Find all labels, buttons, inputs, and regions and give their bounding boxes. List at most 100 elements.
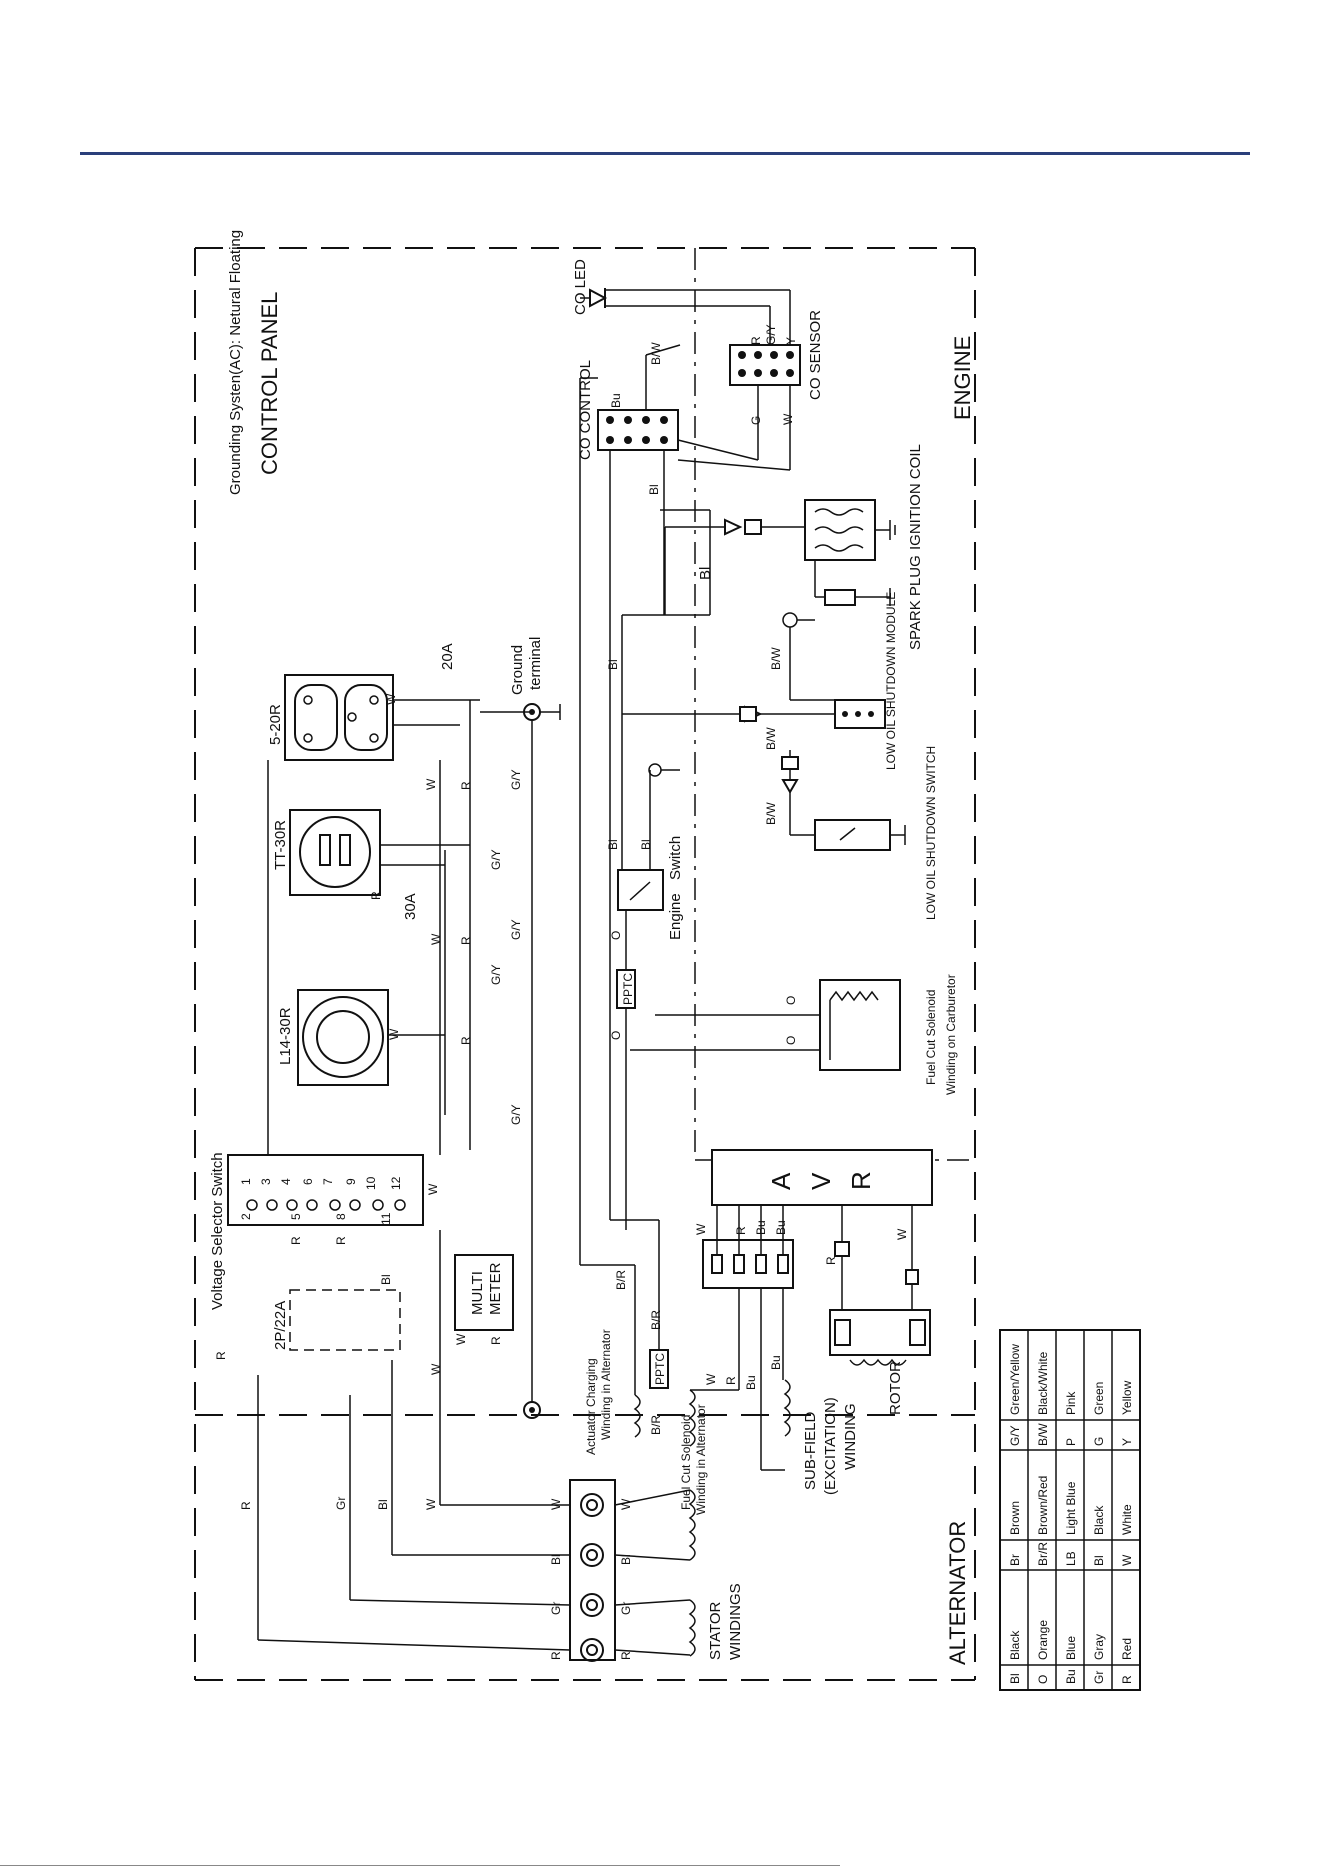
leg-c1-4-k: W	[1120, 1554, 1134, 1566]
bl-vss: Bl	[379, 1274, 393, 1285]
co-wire-labels: B/W Bu Bl G W R G/Y Y	[609, 324, 798, 495]
fcsa-l1: Fuel Cut Solenoid	[679, 1415, 693, 1510]
avr-r: R	[846, 1171, 876, 1190]
leg-c2-2-v: Pink	[1064, 1391, 1078, 1415]
leg-c2-1-v: Black/White	[1036, 1351, 1050, 1415]
leg-c1-0-v: Brown	[1008, 1501, 1022, 1535]
leg-c0-3-k: Gr	[1092, 1671, 1106, 1684]
act-l2: Winding in Alternator	[599, 1329, 613, 1440]
y-co: Y	[784, 337, 798, 345]
vss-t7: 7	[321, 1178, 335, 1185]
stator-windings: STATOR WINDINGS W Bl Gr R W Bl Gr R	[549, 1489, 744, 1660]
w-wire7: W	[454, 1333, 468, 1345]
o-f3: O	[609, 1031, 623, 1040]
w-rotor: W	[895, 1228, 909, 1240]
leg-c2-4-k: Y	[1120, 1438, 1134, 1446]
engine-switch-l1: Engine	[667, 893, 684, 940]
leg-c0-1-k: O	[1036, 1675, 1050, 1684]
leg-c1-1-k: Br/R	[1036, 1542, 1050, 1566]
w-wire1: W	[424, 1498, 438, 1510]
co-sensor-label: CO SENSOR	[807, 310, 824, 400]
leg-c0-0-k: Bl	[1008, 1673, 1022, 1684]
r-wire2: R	[239, 1501, 253, 1510]
rotor-label: ROTOR	[887, 1361, 904, 1415]
leg-c2-2-k: P	[1064, 1438, 1078, 1446]
leg-c1-3-k: Bl	[1092, 1555, 1106, 1566]
br-a3: B/R	[649, 1415, 663, 1435]
vss-label: Voltage Selector Switch	[209, 1152, 226, 1310]
co-control: CO CONTROL	[577, 344, 791, 1265]
leg-c2-1-k: B/W	[1036, 1423, 1050, 1446]
subfield-l2: (EXCITATION)	[822, 1397, 839, 1495]
vss-t3: 3	[259, 1178, 273, 1185]
engine-switch-l2: Switch	[667, 836, 684, 880]
leg-c0-2-k: Bu	[1064, 1669, 1078, 1684]
ground-terminal: Ground terminal	[509, 637, 561, 1419]
g-co: G	[749, 416, 763, 425]
bl-t2: Bl	[549, 1554, 563, 1565]
co-led-label: CO LED	[572, 259, 589, 315]
breaker-2p22a: 2P/22A	[272, 1289, 401, 1351]
bu-s2: Bu	[769, 1355, 783, 1370]
r-wire7: R	[489, 1336, 503, 1345]
w-fcsa: W	[704, 1373, 718, 1385]
fcs-l2: Winding on Carburetor	[944, 974, 958, 1095]
bw-sw1: B/W	[764, 727, 778, 750]
leg-c1-3-v: Black	[1092, 1505, 1106, 1535]
bl-ign: Bl	[697, 567, 714, 580]
leg-c1-4-v: White	[1120, 1504, 1134, 1535]
r-fcsa: R	[724, 1376, 738, 1385]
r-rotor: R	[824, 1256, 838, 1265]
leg-c1-2-k: LB	[1064, 1551, 1078, 1566]
o-e1: O	[609, 931, 623, 940]
vss-t12: 12	[389, 1176, 403, 1190]
r-vss2: R	[334, 1236, 348, 1245]
gy-wire2: G/Y	[489, 849, 503, 870]
w-t2: W	[549, 1498, 563, 1510]
vss-t6: 6	[301, 1178, 315, 1185]
ground-l2: terminal	[527, 637, 544, 690]
ignition-coil-label: IGNITION COIL	[907, 444, 924, 550]
w-wire8: W	[429, 1363, 443, 1375]
r-co: R	[749, 336, 763, 345]
vss-t5: 5	[289, 1213, 303, 1220]
bu-c1: Bu	[754, 1220, 768, 1235]
engine-title: ENGINE	[950, 336, 975, 420]
gr-t: Gr	[619, 1602, 633, 1615]
co-control-label: CO CONTROL	[577, 360, 594, 460]
r-wire4: R	[369, 891, 383, 900]
pptc-lower-label: PPTC	[653, 1353, 667, 1385]
gr-wire: Gr	[334, 1497, 348, 1510]
gy-wire3: G/Y	[509, 919, 523, 940]
leg-c2-3-k: G	[1092, 1437, 1106, 1446]
r-wire3: R	[459, 781, 473, 790]
br-a1: B/R	[614, 1270, 628, 1290]
w-wire5: W	[429, 933, 443, 945]
low-oil-module: LOW OIL SHUTDOWN MODULE B/W	[640, 592, 898, 770]
low-oil-module-label: LOW OIL SHUTDOWN MODULE	[884, 592, 898, 770]
leg-c2-3-v: Green	[1092, 1382, 1106, 1415]
footer-rule	[0, 1865, 840, 1866]
leg-c0-4-v: Red	[1120, 1638, 1134, 1660]
co-sensor: CO SENSOR	[729, 290, 824, 470]
r520-label: 5-20R	[267, 704, 284, 745]
l1430-label: L14-30R	[277, 1007, 294, 1065]
leg-c0-2-v: Blue	[1064, 1636, 1078, 1660]
gy-wire4: G/Y	[489, 964, 503, 985]
mm-l2: METER	[487, 1262, 504, 1315]
vss-t4: 4	[279, 1178, 293, 1185]
a20-label: 20A	[439, 643, 456, 670]
r-c: R	[734, 1226, 748, 1235]
bu-s1: Bu	[744, 1375, 758, 1390]
spark-plug-label: SPARK PLUG	[907, 555, 924, 650]
a30-label: 30A	[402, 893, 419, 920]
r-wire6: R	[459, 1036, 473, 1045]
bl-e1: Bl	[606, 839, 620, 850]
r-wire1: R	[214, 1351, 228, 1360]
subfield-l1: SUB-FIELD	[802, 1411, 819, 1490]
br-a2: B/R	[649, 1310, 663, 1330]
vss-t10: 10	[364, 1176, 378, 1190]
engine-switch: Engine Switch Bl Bl Bl O	[606, 509, 711, 940]
leg-c2-0-v: Green/Yellow	[1008, 1344, 1022, 1415]
